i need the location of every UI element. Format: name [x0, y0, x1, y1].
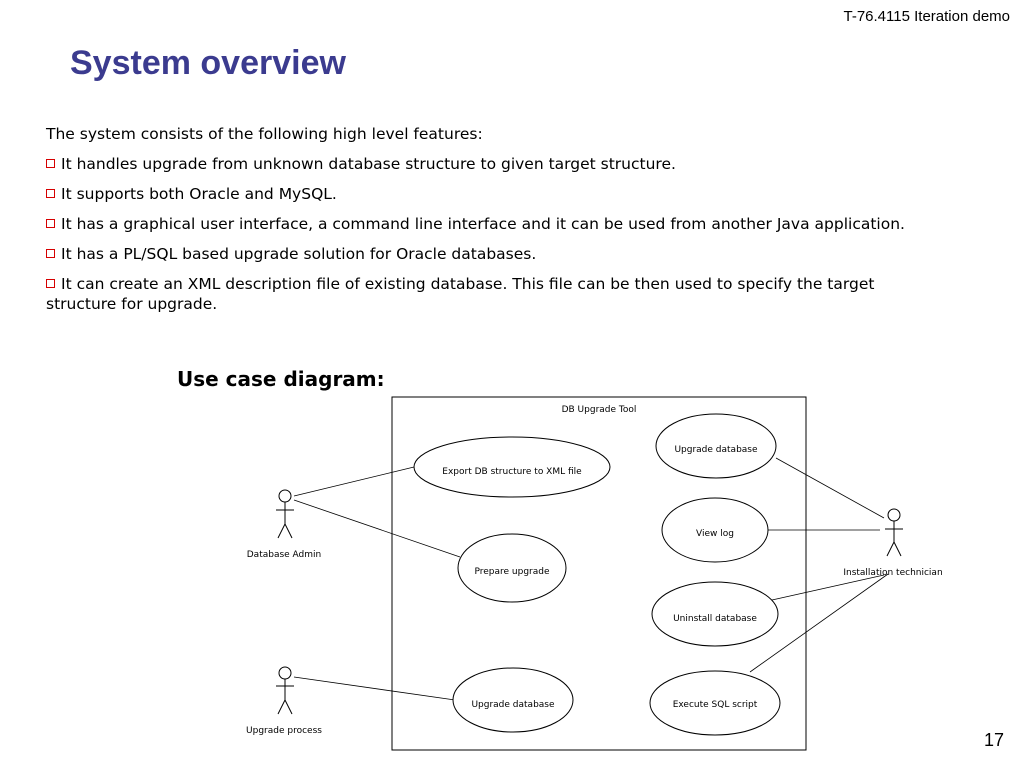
slide-number: 17: [983, 730, 1004, 750]
diagram-heading: Use case diagram:: [177, 367, 385, 391]
system-title: DB Upgrade Tool: [562, 405, 637, 415]
use-case-upgrade-database-technician: [655, 413, 777, 479]
use-case-uninstall-database: [651, 581, 779, 647]
checkbox-bullet-icon: [46, 159, 55, 168]
intro-text: The system consists of the following hig…: [46, 125, 483, 143]
checkbox-bullet-icon: [46, 189, 55, 198]
actor-installation-technician-icon: [885, 508, 903, 557]
feature-item: It supports both Oracle and MySQL.: [46, 184, 936, 204]
use-case-label: Export DB structure to XML file: [442, 467, 582, 477]
use-case-label: Upgrade database: [471, 700, 555, 710]
feature-list: The system consists of the following hig…: [46, 124, 936, 324]
slide-title: System overview: [70, 44, 346, 82]
use-case-label: View log: [696, 529, 734, 539]
actor-upgrade-process-icon: [276, 666, 294, 715]
actor-label: Database Admin: [247, 550, 322, 560]
actor-label: Installation technician: [843, 568, 942, 578]
use-case-label: Uninstall database: [673, 614, 757, 624]
use-case-export-xml: [413, 436, 611, 498]
use-case-label: Execute SQL script: [673, 700, 758, 710]
use-case-label: Prepare upgrade: [474, 567, 549, 577]
actor-label: Upgrade process: [246, 726, 322, 736]
feature-item: It has a graphical user interface, a com…: [46, 214, 936, 234]
feature-item: It handles upgrade from unknown database…: [46, 154, 936, 174]
feature-item: It can create an XML description file of…: [46, 275, 875, 313]
course-tag: T-76.4115 Iteration demo: [843, 8, 1011, 25]
use-case-execute-sql: [649, 670, 781, 736]
use-case-view-log: [661, 497, 769, 563]
system-boundary: [391, 396, 807, 751]
use-case-upgrade-database-process: [452, 667, 574, 733]
feature-item: It has a PL/SQL based upgrade solution f…: [46, 244, 936, 264]
checkbox-bullet-icon: [46, 219, 55, 228]
checkbox-bullet-icon: [46, 249, 55, 258]
actor-database-admin-icon: [276, 489, 294, 539]
use-case-label: Upgrade database: [674, 445, 758, 455]
use-case-prepare-upgrade: [457, 533, 567, 603]
checkbox-bullet-icon: [46, 279, 55, 288]
associations: [293, 457, 889, 701]
